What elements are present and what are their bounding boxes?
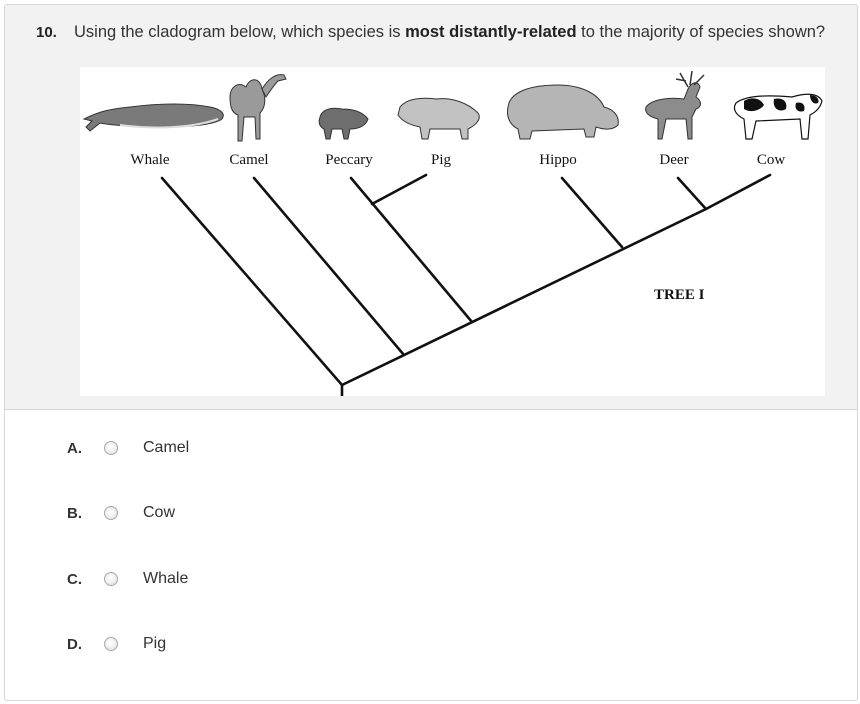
question-panel: 10. Using the cladogram below, which spe… (5, 5, 857, 410)
cladogram-lines (160, 173, 772, 396)
species-label-pig: Pig (431, 152, 452, 168)
whale-icon (82, 103, 224, 132)
choice-letter: B. (67, 505, 82, 522)
choice-label[interactable]: Cow (143, 504, 176, 521)
radio-button[interactable] (104, 441, 118, 455)
species-label-camel: Camel (229, 152, 268, 168)
choice-b[interactable]: B. Cow (5, 499, 405, 529)
species-label-deer: Deer (659, 152, 688, 168)
pig-icon (397, 97, 480, 140)
cow-icon (733, 93, 823, 140)
choice-d[interactable]: D. Pig (5, 630, 405, 660)
question-number: 10. (36, 24, 57, 41)
choice-label[interactable]: Camel (143, 439, 190, 456)
choice-letter: C. (67, 571, 82, 588)
cladogram-svg: Whale Camel Peccary Pig Hippo Deer Cow (82, 70, 823, 396)
choice-letter: D. (67, 636, 82, 653)
tree-label: TREE I (654, 287, 705, 303)
question-text-start: Using the cladogram below, which species… (74, 23, 406, 41)
camel-icon (229, 74, 287, 142)
deer-icon (645, 70, 705, 140)
species-label-cow: Cow (757, 152, 786, 168)
choice-c[interactable]: C. Whale (5, 565, 405, 595)
species-label-whale: Whale (130, 152, 169, 168)
question-text-emphasis: most distantly-related (405, 23, 577, 41)
question-card: 10. Using the cladogram below, which spe… (4, 4, 858, 701)
radio-button[interactable] (104, 572, 118, 586)
choice-a[interactable]: A. Camel (5, 434, 405, 464)
question-text: Using the cladogram below, which species… (74, 23, 825, 42)
species-label-hippo: Hippo (539, 152, 577, 168)
choice-label[interactable]: Pig (143, 635, 167, 652)
hippo-icon (507, 84, 619, 140)
radio-button[interactable] (104, 506, 118, 520)
peccary-icon (318, 107, 369, 140)
species-label-peccary: Peccary (325, 152, 373, 168)
question-text-end: to the majority of species shown? (576, 23, 826, 41)
choice-label[interactable]: Whale (143, 570, 189, 587)
radio-button[interactable] (104, 637, 118, 651)
choice-letter: A. (67, 440, 82, 457)
cladogram-figure: Whale Camel Peccary Pig Hippo Deer Cow T… (80, 67, 825, 396)
